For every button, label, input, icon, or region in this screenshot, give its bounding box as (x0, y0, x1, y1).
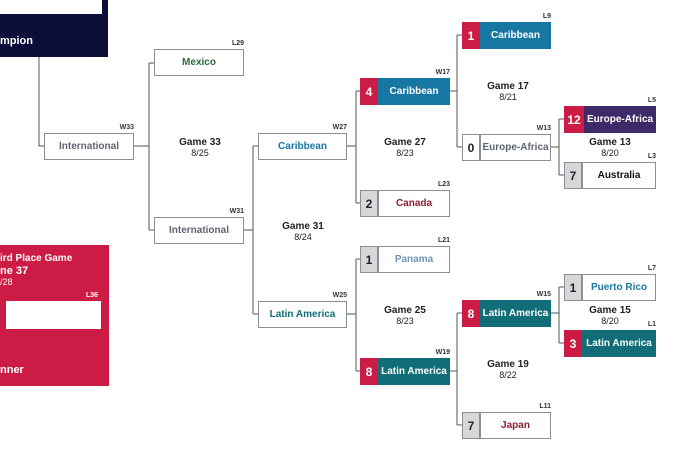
slot-label: W33 (119, 124, 134, 131)
team-box-latin-america-w15: Latin America (480, 300, 551, 327)
team-box-latin-america-w19: Latin America (378, 358, 450, 385)
slot-label: W17 (435, 69, 450, 76)
game-15-label: Game 15 8/20 (589, 305, 631, 326)
seed-badge: 4 (360, 78, 378, 105)
slot-label: L9 (542, 13, 551, 20)
third-place-game: ne 37 (0, 265, 29, 277)
seed-badge: 7 (462, 412, 480, 439)
seed-badge: 3 (564, 330, 582, 357)
team-box-europe-africa-l5: Europe-Africa (584, 106, 656, 133)
seed-badge: 8 (462, 300, 480, 327)
team-box-panama: Panama (378, 246, 450, 273)
slot-label: L7 (647, 265, 656, 272)
game-13-label: Game 13 8/20 (589, 137, 631, 158)
slot-label: W27 (332, 124, 347, 131)
slot-label: L5 (647, 97, 656, 104)
third-place-winner-label: nner (0, 364, 24, 376)
third-place-title: ird Place Game (0, 253, 73, 264)
game-31-label: Game 31 8/24 (282, 221, 324, 242)
seed-badge: 8 (360, 358, 378, 385)
third-place-panel: ird Place Game ne 37 /28 L36 nner (0, 245, 109, 386)
game-19-label: Game 19 8/22 (487, 359, 529, 380)
team-box-puerto-rico: Puerto Rico (582, 274, 656, 301)
team-box-latin-america-l1: Latin America (582, 330, 656, 357)
slot-label: W25 (332, 292, 347, 299)
slot-label: L11 (539, 403, 551, 410)
champion-panel: mpion (0, 0, 108, 57)
team-box-caribbean-l9: Caribbean (480, 22, 551, 49)
team-box-international-w31: International (154, 217, 244, 244)
third-place-slot-label: L36 (86, 292, 99, 299)
team-box-international-w33: International (44, 133, 134, 160)
team-box-europe-africa-w13: Europe-Africa (480, 134, 551, 161)
seed-badge: 1 (360, 246, 378, 273)
team-box-latin-america-w25: Latin America (258, 301, 347, 328)
game-25-label: Game 25 8/23 (384, 305, 426, 326)
slot-label: W19 (435, 349, 450, 356)
slot-label: L1 (647, 321, 656, 328)
slot-label: L23 (437, 181, 450, 188)
team-box-mexico: Mexico (154, 49, 244, 76)
slot-label: L3 (647, 153, 656, 160)
team-box-japan: Japan (480, 412, 551, 439)
slot-label: L21 (437, 237, 450, 244)
game-27-label: Game 27 8/23 (384, 137, 426, 158)
champion-slot (0, 0, 102, 14)
team-box-caribbean-w17: Caribbean (378, 78, 450, 105)
third-place-date: /28 (0, 277, 13, 287)
team-box-caribbean-w27: Caribbean (258, 133, 347, 160)
third-place-slot (6, 301, 101, 329)
team-box-canada: Canada (378, 190, 450, 217)
game-17-label: Game 17 8/21 (487, 81, 529, 102)
team-box-australia: Australia (582, 162, 656, 189)
slot-label: W15 (536, 291, 551, 298)
seed-badge: 1 (462, 22, 480, 49)
seed-badge: 7 (564, 162, 582, 189)
seed-badge: 0 (462, 134, 480, 161)
slot-label: W31 (229, 208, 244, 215)
slot-label: L29 (231, 40, 244, 47)
champion-label: mpion (0, 35, 33, 47)
seed-badge: 1 (564, 274, 582, 301)
slot-label: W13 (536, 125, 551, 132)
game-33-label: Game 33 8/25 (179, 137, 221, 158)
seed-badge: 2 (360, 190, 378, 217)
seed-badge: 12 (564, 106, 584, 133)
